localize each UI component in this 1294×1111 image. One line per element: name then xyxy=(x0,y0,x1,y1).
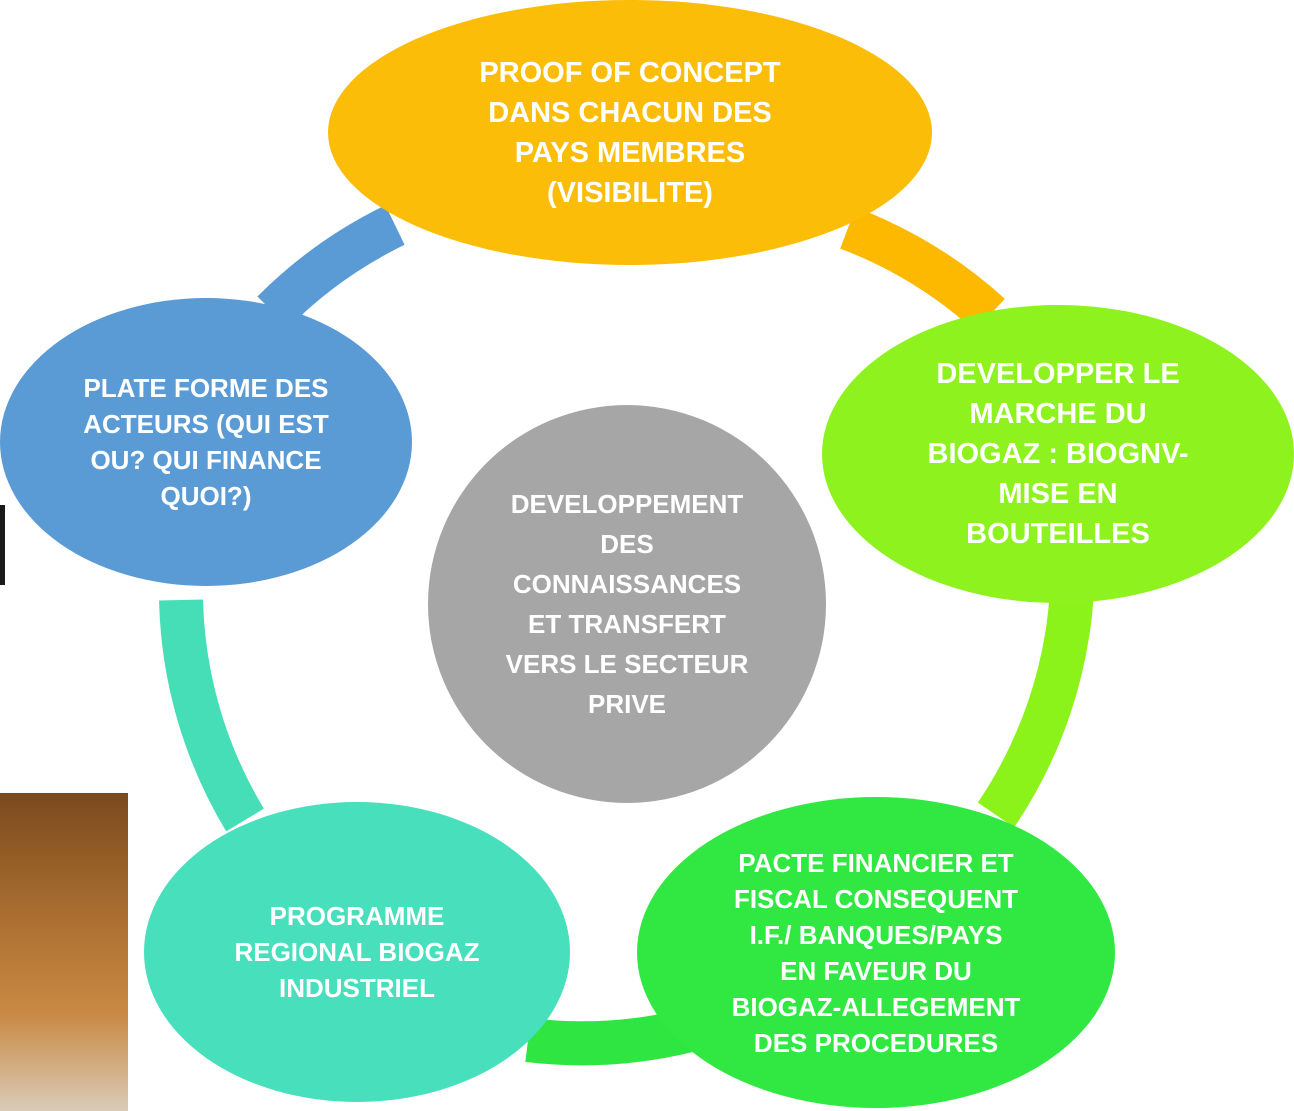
ring-arc-left-top xyxy=(257,205,405,328)
node-developpement-connaissances: DEVELOPPEMENT DES CONNAISSANCES ET TRANS… xyxy=(428,405,826,803)
ring-arc-right-bottom xyxy=(977,588,1094,828)
left-edge-mark xyxy=(0,505,5,585)
node-proof-of-concept: PROOF OF CONCEPT DANS CHACUN DES PAYS ME… xyxy=(328,0,932,265)
node-developper-marche-label: DEVELOPPER LE MARCHE DU BIOGAZ : BIOGNV-… xyxy=(927,358,1189,550)
node-pacte-financier-label: PACTE FINANCIER ET FISCAL CONSEQUENT I.F… xyxy=(731,847,1021,1058)
ring-arc-top-right xyxy=(839,207,1005,332)
ring-arc-bottom-left xyxy=(159,599,264,832)
node-plate-forme-acteurs-label: PLATE FORME DES ACTEURS (QUI EST OU? QUI… xyxy=(83,373,329,511)
node-proof-of-concept-label: PROOF OF CONCEPT DANS CHACUN DES PAYS ME… xyxy=(479,56,781,209)
ring-arc-bottom xyxy=(525,1008,696,1066)
node-programme-regional: PROGRAMME REGIONAL BIOGAZ INDUSTRIEL xyxy=(144,802,570,1102)
node-pacte-financier: PACTE FINANCIER ET FISCAL CONSEQUENT I.F… xyxy=(637,797,1115,1108)
node-plate-forme-acteurs: PLATE FORME DES ACTEURS (QUI EST OU? QUI… xyxy=(0,298,412,586)
node-programme-regional-label: PROGRAMME REGIONAL BIOGAZ INDUSTRIEL xyxy=(234,901,480,1003)
node-developper-marche: DEVELOPPER LE MARCHE DU BIOGAZ : BIOGNV-… xyxy=(822,305,1294,603)
laboratory-photo xyxy=(0,793,128,1111)
node-developpement-connaissances-label: DEVELOPPEMENT DES CONNAISSANCES ET TRANS… xyxy=(505,489,749,719)
